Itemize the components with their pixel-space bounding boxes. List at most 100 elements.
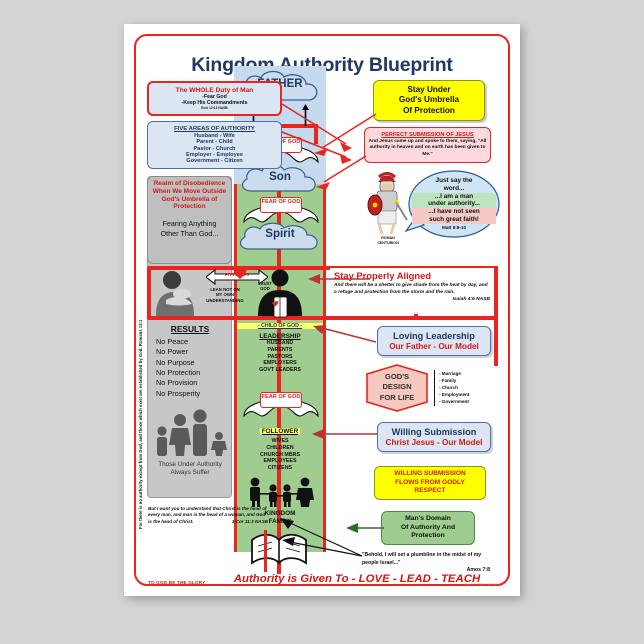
arrow-up-right	[302, 104, 309, 126]
fear-line-2b: OF GOD	[278, 199, 301, 205]
mans-domain-0: Man's Domain	[405, 514, 451, 522]
flows-1: FLOWS FROM GODLY	[395, 478, 465, 486]
mans-domain-box: Man's Domain Of Authority And Protection	[381, 511, 475, 545]
centurion-label-1: CENTURION	[377, 240, 399, 245]
kingdom-family-line-0: KINGDOM	[264, 510, 296, 517]
plumbline-verse: "Behold, I will set a plumbline in the m…	[362, 552, 490, 575]
bubble-line-4: ...I have not seen	[412, 208, 496, 217]
results-list: No Peace No Power No Purpose No Protecti…	[156, 337, 228, 399]
realm-sub-0: Fearing Anything	[162, 219, 217, 229]
fear-of-god-badge-3: FEAR OF GOD	[260, 392, 302, 408]
stay-under-1: God's Umbrella	[398, 95, 460, 105]
heart-icon	[232, 264, 248, 280]
leadership-item-1: PARENTS	[267, 346, 293, 353]
bubble-line-3: under authority...	[412, 200, 496, 209]
bottom-verse-1cor: But I want you to understand that Christ…	[148, 506, 268, 525]
flows-0: WILLING SUBMISSION	[394, 470, 466, 478]
poster-border	[134, 34, 510, 586]
results-item-2: No Purpose	[156, 357, 195, 367]
son-cloud: Son	[238, 164, 322, 194]
flows-from-respect-box: WILLING SUBMISSION FLOWS FROM GODLY RESP…	[374, 466, 486, 500]
loving-leadership-line2: Our Father - Our Model	[389, 341, 479, 351]
spirit-cloud: Spirit	[236, 222, 324, 252]
design-item-1: - Family	[439, 378, 457, 384]
green-col-left-edge	[234, 184, 237, 552]
poster-canvas: Kingdom Authority Blueprint For there is…	[124, 24, 520, 596]
fear-line-2c: OF GOD	[278, 394, 301, 400]
gods-design-hexagon: GOD'S DESIGN FOR LIFE	[366, 364, 428, 412]
spirit-label: Spirit	[265, 228, 295, 240]
realm-line-1: When We Move Outside	[152, 187, 227, 195]
child-of-god-label: - CHILD OF GOD -	[237, 323, 323, 329]
centurion-label: ROMAN CENTURION	[367, 236, 409, 245]
cross-arm-lower	[326, 316, 498, 320]
realm-sub-1: Other Than God...	[160, 228, 219, 238]
leadership-item-3: EMPLOYERS	[263, 360, 297, 367]
follower-item-3: EMPLOYEES	[263, 458, 297, 465]
whole-duty-line2: -Keep His Commandments	[181, 99, 248, 106]
bubble-ref: Matt 8:8-10	[442, 224, 466, 230]
centurion-figure	[367, 172, 409, 238]
footer-main: Authority is Given To - LOVE - LEAD - TE…	[233, 573, 481, 585]
follower-item-0: WIVES	[271, 438, 289, 444]
results-item-1: No Power	[156, 347, 189, 357]
gods-design-0: GOD'S	[384, 372, 410, 381]
suffer-caption-0: Those Under Authority	[158, 461, 222, 468]
results-item-5: No Prosperity	[156, 388, 201, 398]
stay-under-umbrella-box: Stay Under God's Umbrella Of Protection	[373, 80, 485, 121]
realm-line-0: Realm of Disobedience	[153, 180, 226, 187]
gods-design-items: - Marriage - Family - Church - Employmen…	[434, 370, 496, 406]
stay-under-0: Stay Under	[407, 85, 451, 95]
centurion-label-0: ROMAN	[381, 236, 395, 240]
green-col-right-edge	[323, 184, 326, 552]
flows-2: RESPECT	[414, 487, 446, 495]
trust-line-1: TRUST	[258, 281, 272, 286]
plumbline-cord	[264, 530, 267, 572]
perfect-submission-title: PERFECT SUBMISSION OF JESUS	[381, 131, 474, 138]
lean-line-2: MY OWN	[215, 292, 235, 298]
whole-duty-ref: Eccl 12:13 NASB	[201, 105, 228, 110]
design-item-0: - Marriage	[439, 371, 461, 376]
loving-leadership-line1: Loving Leadership	[393, 331, 475, 342]
five-areas-item-2: Pastor - Church	[193, 145, 236, 152]
kingdom-family-icons	[242, 476, 318, 508]
results-title: RESULTS	[170, 324, 210, 334]
realm-line-3: Protection	[173, 203, 206, 211]
kingdom-family-line-1: FAMILY	[268, 517, 292, 525]
fear-of-god-badge-2: FEAR OF GOD	[260, 197, 302, 213]
realm-line-2: God's Umbrella of	[161, 195, 218, 203]
suffering-family-icons	[151, 406, 229, 458]
design-item-4: - Government	[439, 399, 469, 405]
kingdom-family-label: KINGDOM FAMILY	[237, 510, 323, 525]
lean-line-3: UNDERSTANDING	[206, 297, 244, 303]
aligned-man-figure	[252, 269, 308, 319]
realm-disobedience-box: Realm of Disobedience When We Move Outsi…	[147, 176, 232, 264]
willing-submission-line2: Christ Jesus - Our Model	[385, 437, 483, 447]
gods-design-2: FOR LIFE	[379, 392, 415, 402]
design-item-2: - Church	[439, 385, 458, 391]
five-areas-item-1: Parent - Child	[196, 139, 233, 146]
willing-submission-line1: Willing Submission	[391, 427, 477, 438]
stay-aligned-ref: Isaiah 4:6 NASB	[452, 296, 490, 302]
follower-item-1: CHILDREN	[266, 444, 294, 451]
leadership-item-0: HUSBAND	[266, 340, 294, 346]
bottom-verse-ref: 1 Cor 11:3 NASB	[231, 518, 268, 524]
follower-item-4: CITIZENS	[267, 465, 293, 472]
stay-aligned-panel: Stay Properly Aligned And there will be …	[330, 268, 494, 314]
results-item-4: No Provision	[156, 378, 198, 388]
follower-item-2: CHURCH MBRS	[259, 451, 301, 458]
bible-icon	[248, 530, 310, 570]
stay-aligned-text: And there will be a shelter to give shad…	[334, 283, 488, 295]
perfect-submission-text: And Jesus came up and spoke to them, say…	[368, 138, 487, 157]
fear-line-1b: FEAR	[261, 199, 277, 205]
trust-line-2: GOD	[260, 285, 270, 291]
bubble-line-0: Just say the	[435, 177, 473, 184]
whole-duty-box: The WHOLE Duty of Man -Fear God -Keep Hi…	[147, 81, 282, 116]
suffer-caption: Those Under Authority Always Suffer	[149, 461, 231, 478]
five-areas-item-0: Husband - Wife	[194, 133, 235, 140]
leadership-item-2: PASTORS	[267, 353, 293, 360]
bottom-verse-text: But I want you to understand that Christ…	[148, 506, 267, 524]
five-areas-title: FIVE AREAS OF AUTHORITY	[174, 125, 255, 132]
follower-block: FOLLOWER WIVES CHILDREN CHURCH MBRS EMPL…	[237, 420, 323, 472]
footer-credit: Rev 1.0 ©2021 nick pilin	[464, 582, 498, 586]
